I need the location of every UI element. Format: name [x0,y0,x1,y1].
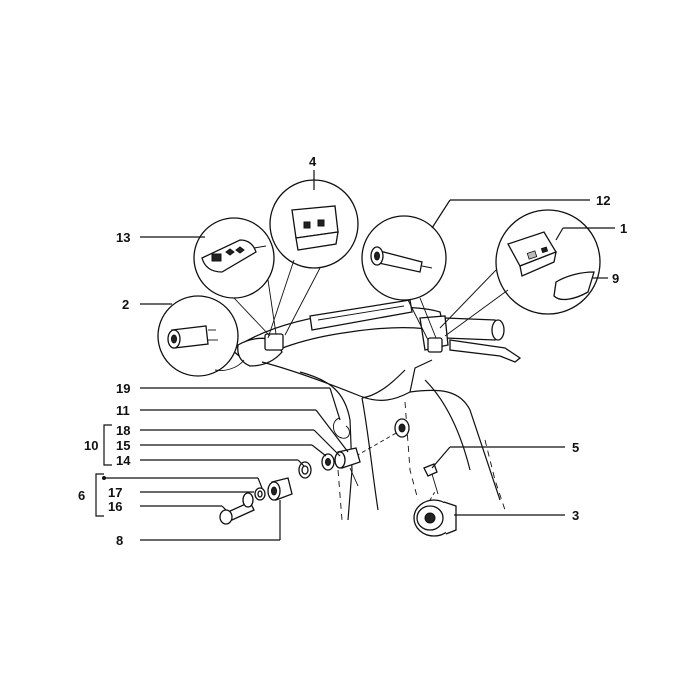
callout-3: 3 [572,508,579,523]
callout-15: 15 [116,438,130,453]
callout-9: 9 [612,271,619,286]
callout-11: 11 [116,403,130,418]
ignition-parts [219,417,457,537]
callout-4: 4 [309,154,317,169]
callout-13: 13 [116,230,130,245]
detail-circle-2 [157,295,245,377]
callout-19: 19 [116,381,130,396]
callout-14: 14 [116,453,131,468]
detail-circle-12 [361,215,447,341]
callout-16: 16 [108,499,122,514]
callout-5: 5 [572,440,579,455]
detail-circle-4 [267,179,359,339]
callout-12: 12 [596,193,610,208]
detail-circle-1-9 [439,209,601,337]
callout-10: 10 [84,438,98,453]
callout-labels: 4 12 13 1 9 2 19 11 18 10 15 14 5 6 17 1… [78,154,627,548]
callout-8: 8 [116,533,123,548]
callout-6: 6 [78,488,85,503]
handlebar-assembly [230,299,522,521]
callout-1: 1 [620,221,627,236]
callout-18: 18 [116,423,130,438]
leader-lines [95,170,615,541]
callout-17: 17 [108,485,122,500]
callout-2: 2 [122,297,129,312]
detail-circle-13 [193,217,277,337]
